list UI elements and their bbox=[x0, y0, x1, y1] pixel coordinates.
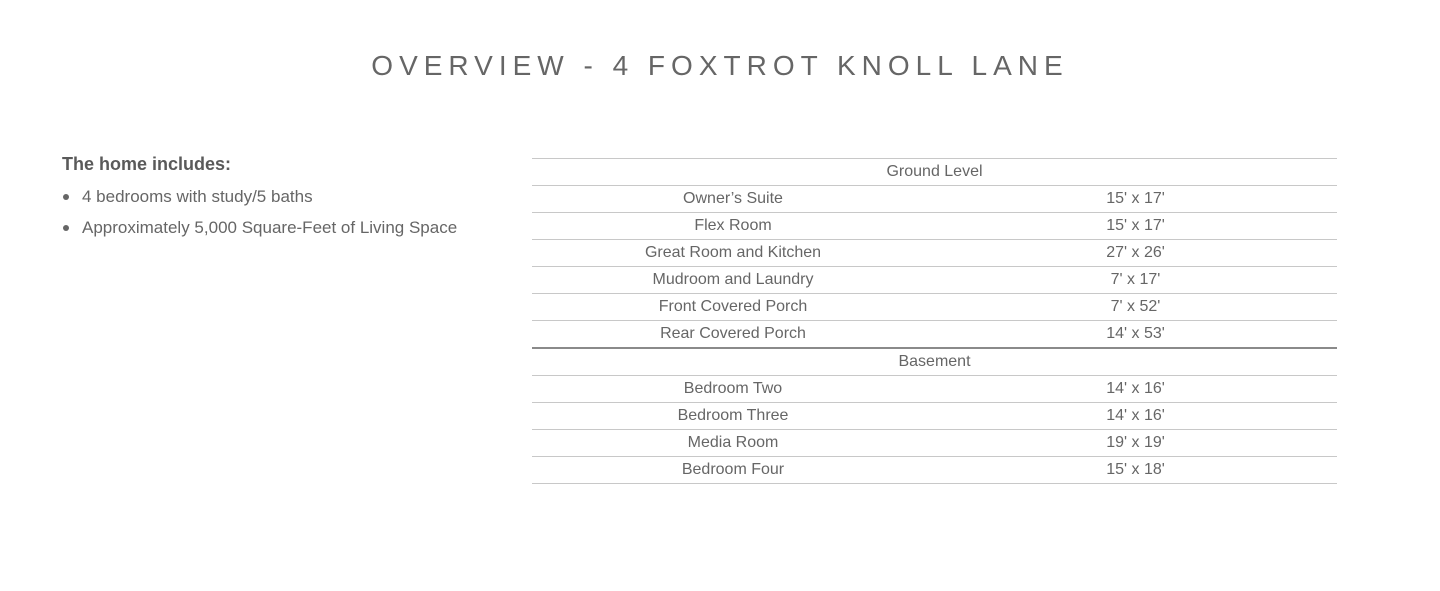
bullet-icon bbox=[63, 225, 69, 231]
section-label-ground-level: Ground Level bbox=[532, 158, 1337, 186]
room-dimensions: 7' x 17' bbox=[934, 266, 1337, 294]
room-name: Bedroom Three bbox=[532, 402, 934, 430]
page-title: OVERVIEW - 4 FOXTROT KNOLL LANE bbox=[371, 50, 1069, 81]
room-dimensions: 7' x 52' bbox=[934, 293, 1337, 321]
table-row: Media Room 19' x 19' bbox=[532, 429, 1337, 457]
list-item-text: 4 bedrooms with study/5 baths bbox=[82, 187, 313, 206]
table-row: Bedroom Two 14' x 16' bbox=[532, 375, 1337, 403]
table-row: Flex Room 15' x 17' bbox=[532, 212, 1337, 240]
room-dimensions: 14' x 16' bbox=[934, 375, 1337, 403]
room-name: Bedroom Two bbox=[532, 375, 934, 403]
room-dimensions: 15' x 17' bbox=[934, 185, 1337, 213]
room-name: Flex Room bbox=[532, 212, 934, 240]
room-dimensions: 27' x 26' bbox=[934, 239, 1337, 267]
table-row: Great Room and Kitchen 27' x 26' bbox=[532, 239, 1337, 267]
section-label-basement: Basement bbox=[532, 348, 1337, 376]
list-item: Approximately 5,000 Square-Feet of Livin… bbox=[62, 212, 482, 243]
home-includes-section: The home includes: 4 bedrooms with study… bbox=[62, 154, 482, 243]
room-dimensions: 19' x 19' bbox=[934, 429, 1337, 457]
room-name: Media Room bbox=[532, 429, 934, 457]
table-row: Rear Covered Porch 14' x 53' bbox=[532, 320, 1337, 349]
room-dimensions: 14' x 16' bbox=[934, 402, 1337, 430]
table-row: Bedroom Four 15' x 18' bbox=[532, 456, 1337, 484]
room-name: Bedroom Four bbox=[532, 456, 934, 484]
table-row: Front Covered Porch 7' x 52' bbox=[532, 293, 1337, 321]
room-dimensions: 15' x 18' bbox=[934, 456, 1337, 484]
room-name: Great Room and Kitchen bbox=[532, 239, 934, 267]
table-row: Mudroom and Laundry 7' x 17' bbox=[532, 266, 1337, 294]
room-name: Owner’s Suite bbox=[532, 185, 934, 213]
section-header-row: Basement bbox=[532, 348, 1337, 376]
bullet-icon bbox=[63, 194, 69, 200]
room-dimensions: 15' x 17' bbox=[934, 212, 1337, 240]
room-name: Mudroom and Laundry bbox=[532, 266, 934, 294]
room-dimensions: 14' x 53' bbox=[934, 320, 1337, 349]
table-row: Bedroom Three 14' x 16' bbox=[532, 402, 1337, 430]
list-item: 4 bedrooms with study/5 baths bbox=[62, 181, 482, 212]
home-includes-heading: The home includes: bbox=[62, 154, 232, 174]
section-header-row: Ground Level bbox=[532, 158, 1337, 186]
room-name: Rear Covered Porch bbox=[532, 320, 934, 349]
home-includes-list: 4 bedrooms with study/5 baths Approximat… bbox=[62, 181, 482, 243]
room-name: Front Covered Porch bbox=[532, 293, 934, 321]
room-dimensions-table: Ground Level Owner’s Suite 15' x 17' Fle… bbox=[532, 158, 1337, 484]
table-row: Owner’s Suite 15' x 17' bbox=[532, 185, 1337, 213]
list-item-text: Approximately 5,000 Square-Feet of Livin… bbox=[82, 218, 458, 237]
